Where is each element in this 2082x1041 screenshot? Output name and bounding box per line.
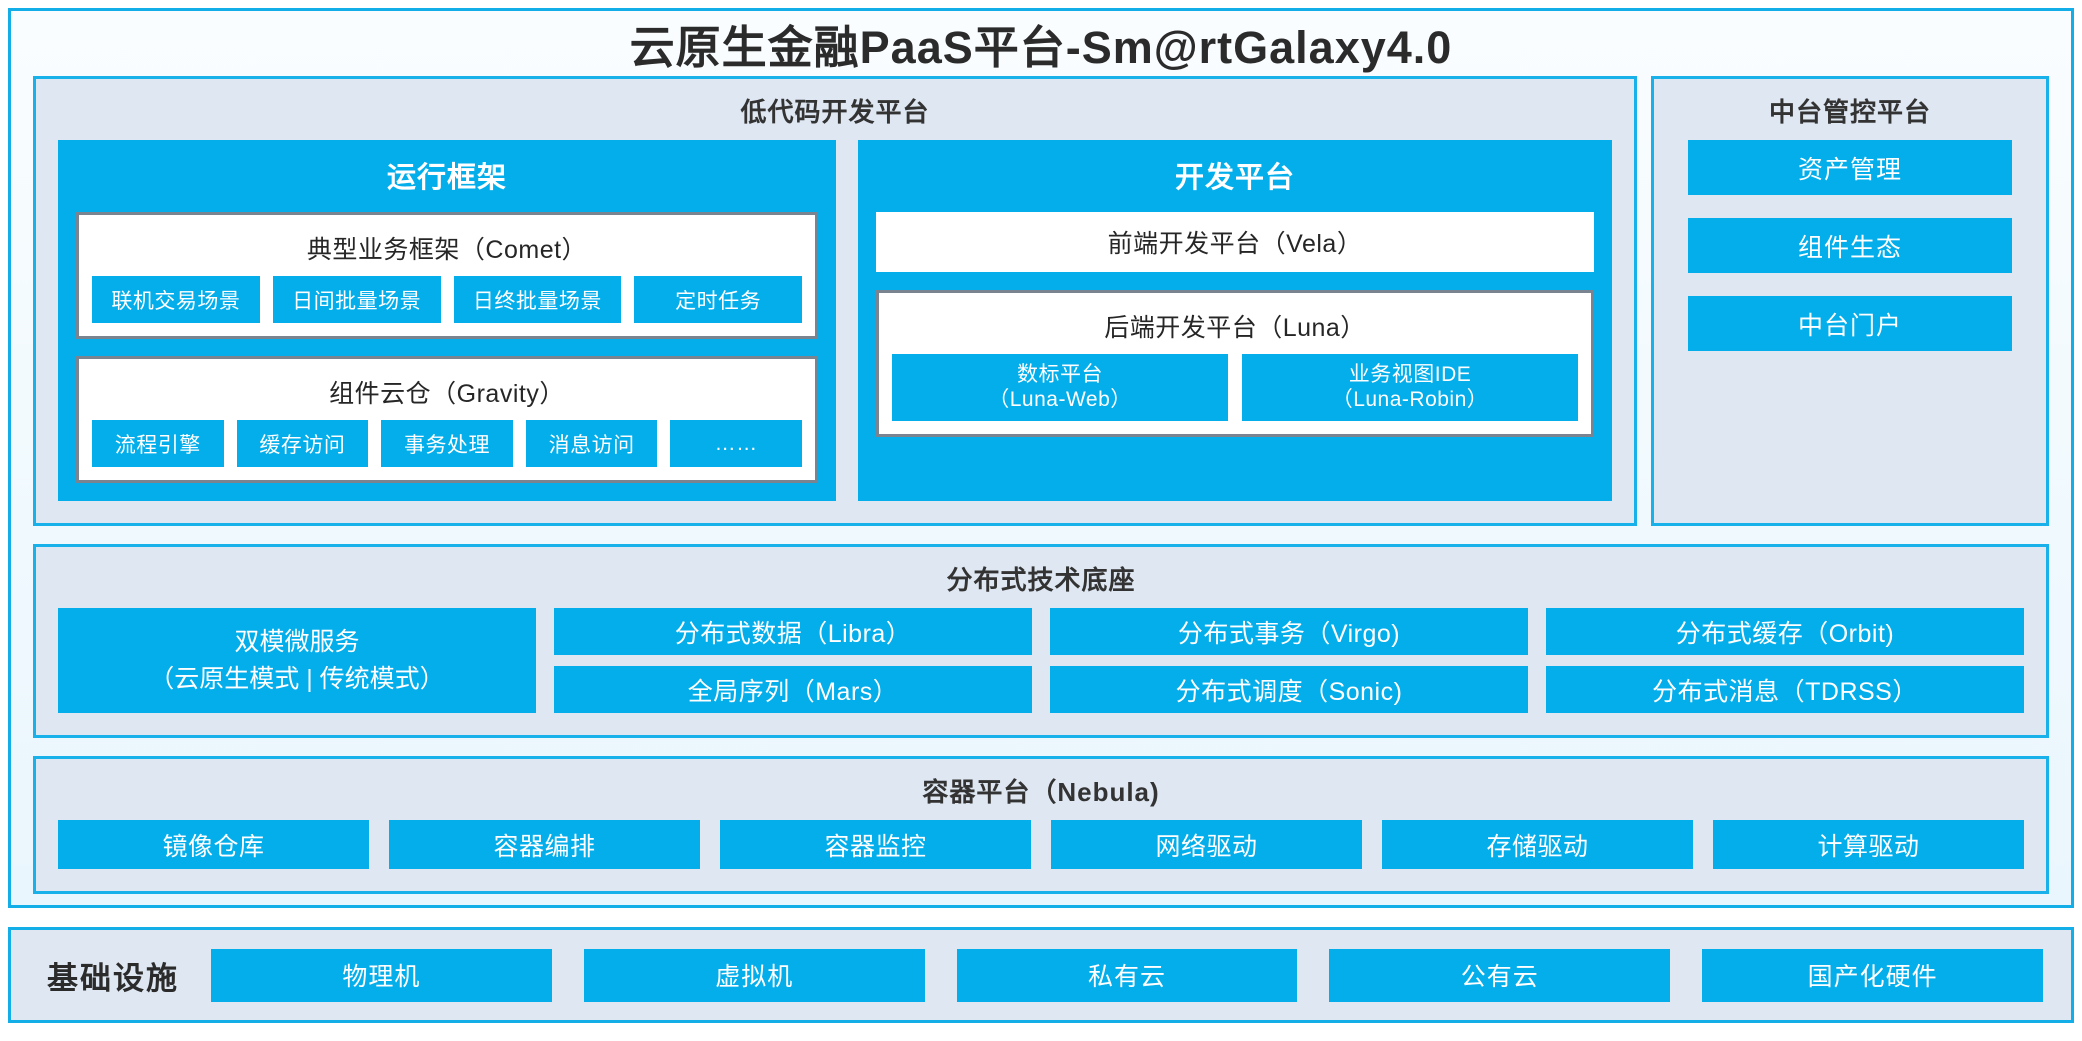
luna-robin-name: 业务视图IDE bbox=[1348, 363, 1472, 387]
comet-item-scheduled-task[interactable]: 定时任务 bbox=[634, 276, 802, 323]
tech-item-dual-mode-microservice[interactable]: 双模微服务 （云原生模式 | 传统模式） bbox=[58, 608, 536, 713]
tech-base-title: 分布式技术底座 bbox=[946, 565, 1136, 595]
container-platform-panel: 容器平台（Nebula) 镜像仓库 容器编排 容器监控 网络驱动 存储驱动 计算… bbox=[33, 756, 2049, 894]
container-item-orchestration[interactable]: 容器编排 bbox=[389, 820, 700, 869]
comet-item-online-transaction[interactable]: 联机交易场景 bbox=[92, 276, 260, 323]
dual-mode-line2: （云原生模式 | 传统模式） bbox=[149, 664, 445, 693]
lowcode-platform-body: 运行框架 典型业务框架（Comet） 联机交易场景 日间批量场景 日终批量场景 … bbox=[36, 140, 1634, 523]
runtime-framework-title: 运行框架 bbox=[386, 162, 507, 194]
management-platform-title: 中台管控平台 bbox=[1768, 97, 1931, 127]
tech-item-orbit[interactable]: 分布式缓存（Orbit) bbox=[1546, 608, 2024, 655]
gravity-item-process-engine[interactable]: 流程引擎 bbox=[92, 420, 224, 467]
container-platform-title: 容器平台（Nebula) bbox=[922, 777, 1160, 807]
tech-item-libra[interactable]: 分布式数据（Libra） bbox=[554, 608, 1032, 655]
infrastructure-item-physical-machine[interactable]: 物理机 bbox=[211, 948, 552, 1002]
management-platform-panel: 中台管控平台 资产管理 组件生态 中台门户 bbox=[1651, 76, 2049, 526]
container-platform-body: 镜像仓库 容器编排 容器监控 网络驱动 存储驱动 计算驱动 bbox=[36, 820, 2046, 891]
container-item-network-driver[interactable]: 网络驱动 bbox=[1051, 820, 1362, 869]
lowcode-platform-title: 低代码开发平台 bbox=[740, 97, 930, 127]
main-frame: 云原生金融PaaS平台-Sm@rtGalaxy4.0 低代码开发平台 运行框架 … bbox=[8, 8, 2074, 908]
infrastructure-item-public-cloud[interactable]: 公有云 bbox=[1329, 948, 1671, 1002]
tech-column-1: 分布式数据（Libra） 全局序列（Mars） bbox=[554, 608, 1032, 713]
container-item-image-registry[interactable]: 镜像仓库 bbox=[58, 820, 369, 869]
tech-base-panel: 分布式技术底座 双模微服务 （云原生模式 | 传统模式） 分布式数据（Libra… bbox=[33, 544, 2049, 738]
container-item-compute-driver[interactable]: 计算驱动 bbox=[1713, 820, 2024, 869]
tech-base-body: 双模微服务 （云原生模式 | 传统模式） 分布式数据（Libra） 全局序列（M… bbox=[36, 608, 2046, 735]
lowcode-platform-panel: 低代码开发平台 运行框架 典型业务框架（Comet） 联机交易场景 日间批量场景… bbox=[33, 76, 1637, 526]
tech-item-virgo[interactable]: 分布式事务（Virgo) bbox=[1050, 608, 1528, 655]
infrastructure-items: 物理机 虚拟机 私有云 公有云 国产化硬件 bbox=[211, 948, 2043, 1002]
tech-item-tdrss[interactable]: 分布式消息（TDRSS） bbox=[1546, 666, 2024, 713]
infrastructure-label: 基础设施 bbox=[47, 960, 179, 996]
luna-box: 后端开发平台（Luna） 数标平台 （Luna-Web） 业务视图IDE （Lu… bbox=[876, 290, 1594, 437]
management-item-component-ecosystem[interactable]: 组件生态 bbox=[1688, 218, 2012, 273]
comet-item-eod-batch[interactable]: 日终批量场景 bbox=[453, 276, 622, 323]
vela-box[interactable]: 前端开发平台（Vela） bbox=[876, 212, 1594, 272]
container-item-storage-driver[interactable]: 存储驱动 bbox=[1382, 820, 1693, 869]
luna-item-luna-robin[interactable]: 业务视图IDE （Luna-Robin） bbox=[1242, 354, 1578, 421]
management-item-asset-management[interactable]: 资产管理 bbox=[1688, 140, 2012, 195]
luna-items: 数标平台 （Luna-Web） 业务视图IDE （Luna-Robin） bbox=[892, 354, 1578, 421]
gravity-item-transaction-processing[interactable]: 事务处理 bbox=[381, 420, 513, 467]
container-platform-wrap: 容器平台（Nebula) 镜像仓库 容器编排 容器监控 网络驱动 存储驱动 计算… bbox=[11, 738, 2071, 916]
luna-item-luna-web[interactable]: 数标平台 （Luna-Web） bbox=[892, 354, 1228, 421]
luna-web-name: 数标平台 bbox=[1017, 363, 1103, 387]
tech-base-wrap: 分布式技术底座 双模微服务 （云原生模式 | 传统模式） 分布式数据（Libra… bbox=[11, 526, 2071, 738]
top-row: 低代码开发平台 运行框架 典型业务框架（Comet） 联机交易场景 日间批量场景… bbox=[11, 76, 2071, 526]
dual-mode-line1: 双模微服务 bbox=[234, 628, 360, 657]
tech-item-mars[interactable]: 全局序列（Mars） bbox=[554, 666, 1032, 713]
comet-items: 联机交易场景 日间批量场景 日终批量场景 定时任务 bbox=[92, 276, 802, 323]
luna-web-sub: （Luna-Web） bbox=[988, 387, 1132, 411]
infrastructure-item-domestic-hardware[interactable]: 国产化硬件 bbox=[1702, 948, 2043, 1002]
gravity-items: 流程引擎 缓存访问 事务处理 消息访问 …… bbox=[92, 420, 802, 467]
infrastructure-bar: 基础设施 物理机 虚拟机 私有云 公有云 国产化硬件 bbox=[8, 927, 2074, 1023]
gravity-box: 组件云仓（Gravity） 流程引擎 缓存访问 事务处理 消息访问 …… bbox=[76, 356, 818, 483]
runtime-framework-card: 运行框架 典型业务框架（Comet） 联机交易场景 日间批量场景 日终批量场景 … bbox=[58, 140, 836, 501]
gravity-item-ellipsis[interactable]: …… bbox=[670, 420, 802, 467]
infrastructure-item-virtual-machine[interactable]: 虚拟机 bbox=[583, 948, 925, 1002]
luna-title: 后端开发平台（Luna） bbox=[1104, 314, 1366, 342]
gravity-item-message-access[interactable]: 消息访问 bbox=[525, 420, 658, 467]
gravity-title: 组件云仓（Gravity） bbox=[329, 380, 565, 408]
gravity-item-cache-access[interactable]: 缓存访问 bbox=[236, 420, 369, 467]
tech-item-sonic[interactable]: 分布式调度（Sonic) bbox=[1050, 666, 1528, 713]
infrastructure-item-private-cloud[interactable]: 私有云 bbox=[956, 948, 1298, 1002]
management-item-portal[interactable]: 中台门户 bbox=[1688, 296, 2012, 351]
tech-column-3: 分布式缓存（Orbit) 分布式消息（TDRSS） bbox=[1546, 608, 2024, 713]
luna-robin-sub: （Luna-Robin） bbox=[1331, 387, 1489, 411]
page-title: 云原生金融PaaS平台-Sm@rtGalaxy4.0 bbox=[629, 22, 1453, 73]
container-item-monitoring[interactable]: 容器监控 bbox=[720, 820, 1031, 869]
comet-box: 典型业务框架（Comet） 联机交易场景 日间批量场景 日终批量场景 定时任务 bbox=[76, 212, 818, 339]
dev-platform-card: 开发平台 前端开发平台（Vela） 后端开发平台（Luna） 数标平台 （Lun… bbox=[858, 140, 1612, 501]
comet-title: 典型业务框架（Comet） bbox=[306, 236, 588, 264]
comet-item-intraday-batch[interactable]: 日间批量场景 bbox=[272, 276, 441, 323]
dev-platform-title: 开发平台 bbox=[1174, 162, 1295, 194]
management-platform-body: 资产管理 组件生态 中台门户 bbox=[1654, 140, 2046, 373]
tech-column-2: 分布式事务（Virgo) 分布式调度（Sonic) bbox=[1050, 608, 1528, 713]
